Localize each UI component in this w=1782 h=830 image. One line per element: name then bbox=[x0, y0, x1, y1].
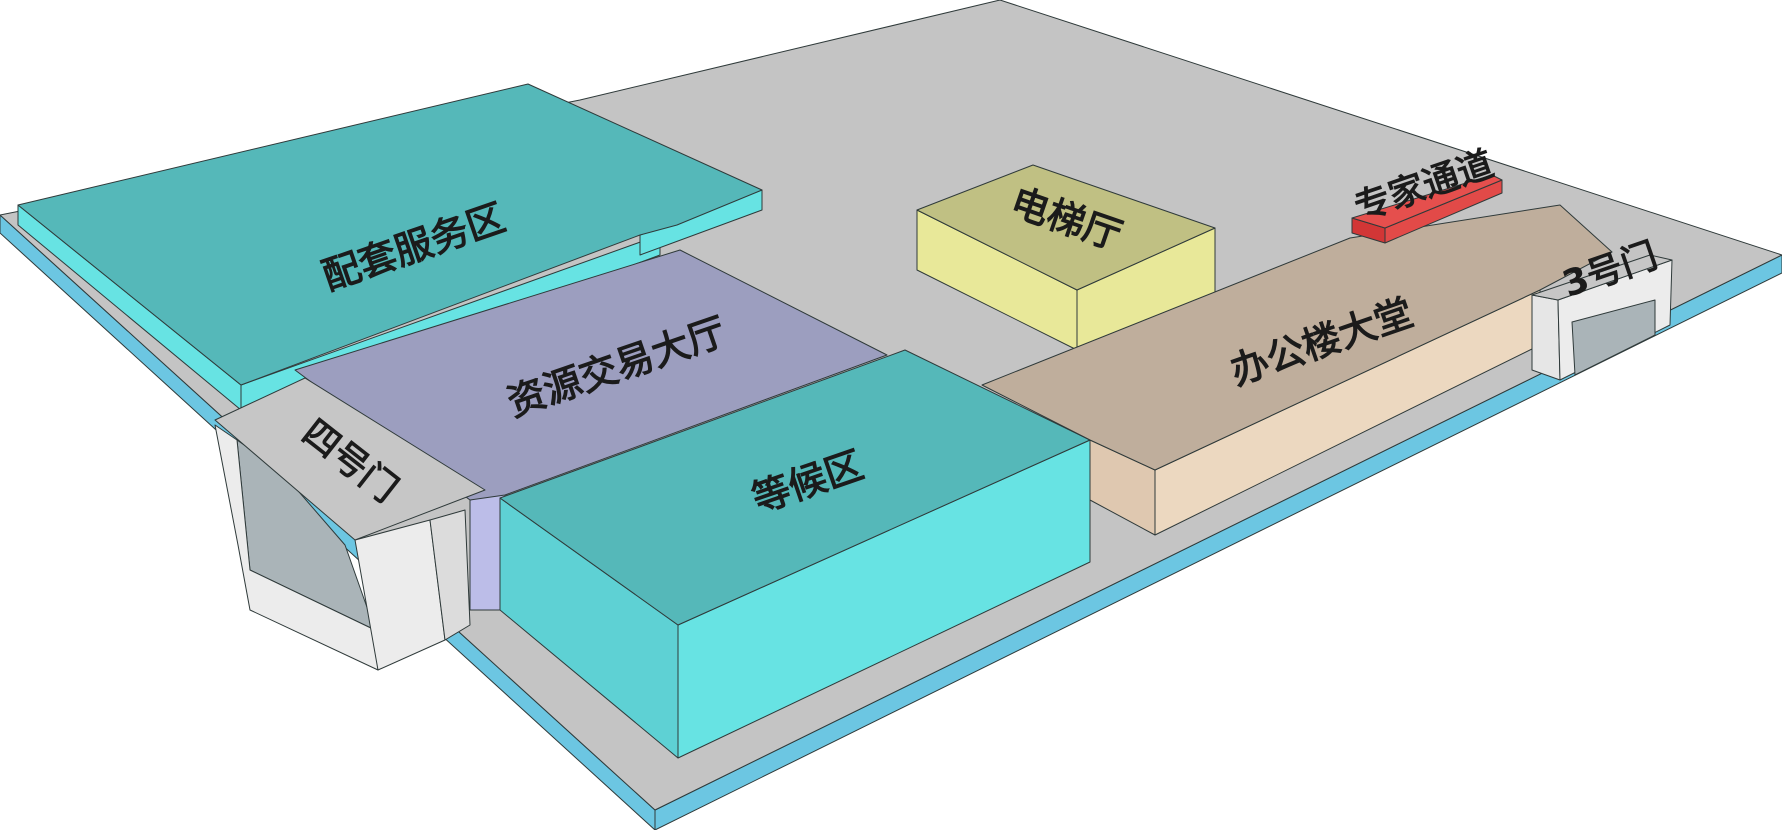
trading-hall-block[interactable] bbox=[294, 249, 888, 611]
gate-4-structure[interactable] bbox=[214, 377, 486, 671]
waiting-area-block[interactable] bbox=[499, 349, 1091, 759]
expert-channel-block[interactable] bbox=[1351, 174, 1503, 244]
elevator-hall-block[interactable] bbox=[916, 164, 1216, 351]
service-area-block[interactable] bbox=[17, 83, 763, 411]
gate-3-structure[interactable] bbox=[1531, 254, 1673, 381]
